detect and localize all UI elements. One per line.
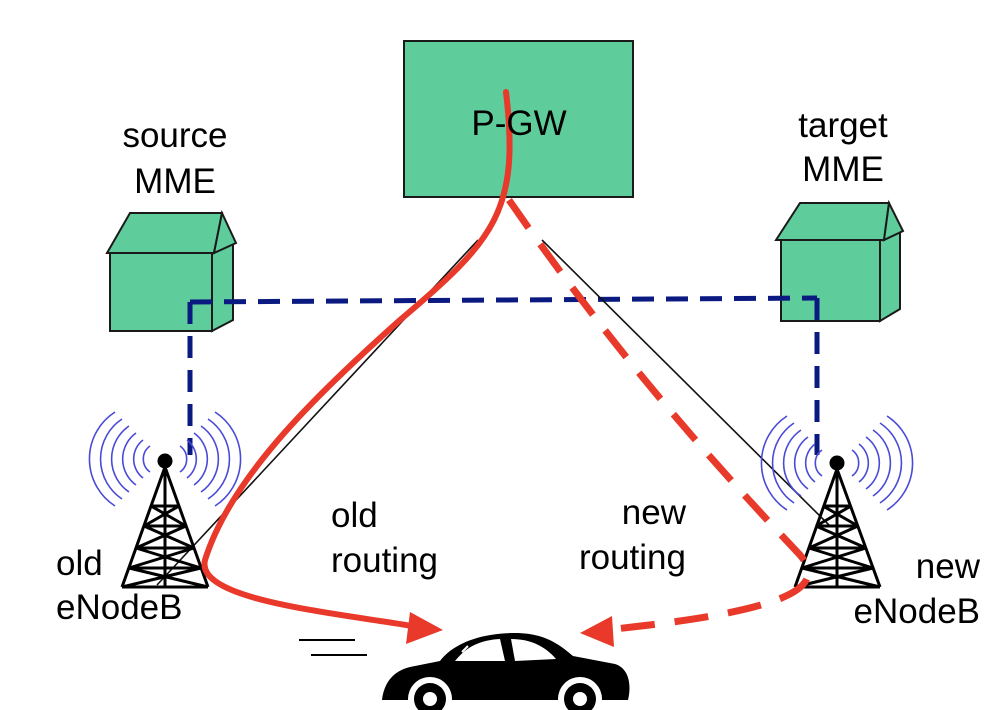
radio-waves-icon [88,411,242,507]
source-mme-icon [105,209,238,333]
pgw-label: P-GW [471,104,567,143]
motion-lines-icon [299,639,367,656]
target-mme-label-line2: MME [802,150,884,189]
radio-waves-icon [760,415,914,511]
new-routing-label-line2: routing [578,538,686,577]
new-routing-arrowhead [580,616,614,647]
old-routing-label-line1: old [331,496,378,535]
new-routing-path [506,198,812,634]
new-enodeb-label-line2: eNodeB [853,592,980,631]
old-routing-path [201,89,513,630]
new-enodeb-tower-icon [793,455,882,589]
old-routing-arrowhead [406,612,443,644]
old-enodeb-label-line1: old [56,544,103,583]
old-routing-label-line2: routing [331,541,439,580]
new-enodeb-label-line1: new [915,547,980,586]
old-enodeb-label-line2: eNodeB [56,588,183,627]
new-routing-label-line1: new [621,493,686,532]
pgw-box [403,40,634,198]
old-enodeb-tower-icon [120,453,210,589]
new-enodeb-backhaul-line [541,239,830,526]
car-icon [382,633,630,710]
source-mme-label-line2: MME [134,162,216,201]
target-mme-icon [774,199,905,323]
control-links [187,295,820,455]
mme-to-mme-link [189,295,818,305]
target-mme-label-line1: target [798,106,888,145]
source-mme-label-line1: source [122,116,228,155]
